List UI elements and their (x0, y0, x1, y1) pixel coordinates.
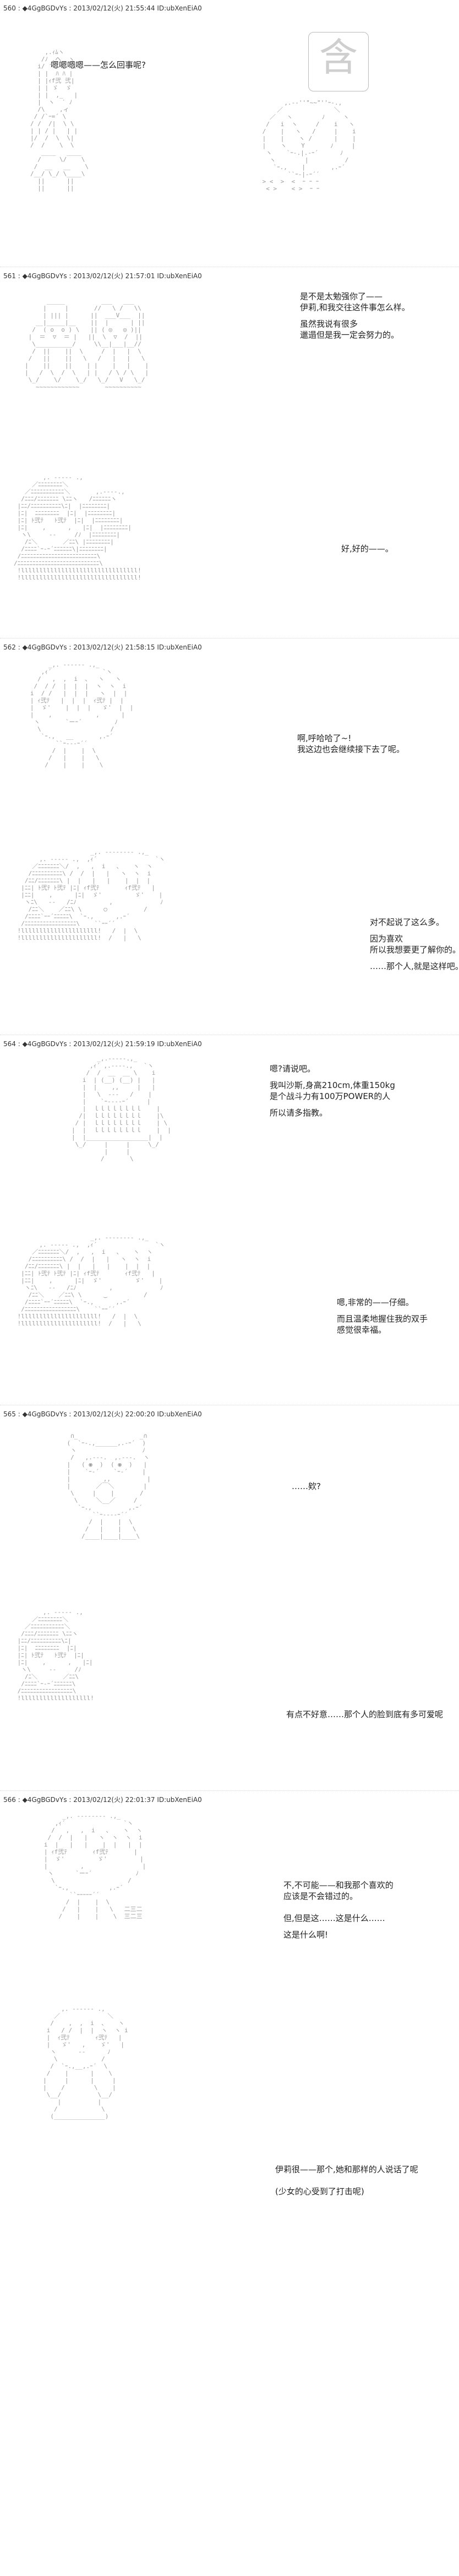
ascii-art-character: ,.ｨﾑヽ /ﾉ ,ヘ ヽ i/ ′ ヽ i | | ﾊ ﾊ | | |ｨf弐 … (30, 48, 89, 192)
dialogue-line: 嗯,非常的——仔细。 (337, 1297, 414, 1307)
post-header: 566 : ◆4GgBGDvYs : 2013/02/12(火) 22:01:3… (3, 1796, 202, 1804)
ascii-art-character-sitting: ,. -‐‐‐‐- ., ／ ＼ / , , i 、 ヽ i / / | | ヽ… (43, 2005, 128, 2120)
ascii-art-character-pair: _,. -‐‐‐‐‐‐- .,_ ,. -‐‐‐- ., ,ｨ´ `ヽ ／ﾆﾆﾆ… (17, 1234, 165, 1327)
dialogue-line: 嗯嗯嗯嗯——怎么回事呢? (51, 60, 146, 70)
post-header: 562 : ◆4GgBGDvYs : 2013/02/12(火) 21:58:1… (3, 643, 202, 651)
dialogue-line: 这是什么啊! (283, 1930, 329, 1940)
dialogue-line: ……那个人,就是这样吧。 (370, 961, 459, 971)
dialogue-line: 所以请多指教。 (270, 1108, 328, 1118)
dialogue-line: 但,但是这……这是什么…… (283, 1913, 385, 1923)
ascii-art-character-pair: _____ ___ ___ | | // \ / \\ | ||| | || _… (25, 297, 149, 391)
dialogue-line: 所以我想要更了解你的。 (370, 945, 459, 955)
dialogue-line: 应该是不会错过的。 (283, 1891, 358, 1901)
dialogue-line: 邋遢但是我一定会努力的。 (300, 330, 400, 340)
dialogue-line: 有点不好意……那个人的脸到底有多可爱呢 (286, 1709, 444, 1719)
dialogue-line: 好,好的——。 (341, 544, 394, 554)
post-divider (0, 1790, 459, 1791)
ascii-art-character-closeup: ,. -‐‐‐- ., ／ﾆﾆﾆﾆﾆﾆﾆﾆ＼ ／ﾆﾆﾆﾆﾆﾆﾆﾆﾆﾆﾆ＼ ,.-… (14, 474, 141, 581)
dialogue-line: 感觉很幸福。 (337, 1325, 387, 1335)
post-header: 564 : ◆4GgBGDvYs : 2013/02/12(火) 21:59:1… (3, 1040, 202, 1048)
ascii-art-character: _,. -‐‐‐‐- .,_ ,ｨ´ `ヽ / , , i 、 ヽ ヽ / / … (30, 661, 134, 769)
ascii-art-character: _,.-‐‐‐-.,_ ,ｨ´ ,.-‐‐-., `ヽ / / __ __ \ … (72, 1055, 171, 1162)
dialogue-line: 因为喜欢 (370, 934, 403, 944)
dialogue-line: 啊,呼哈哈了~! (297, 733, 352, 743)
dialogue-line: 伊莉很——那个,她和那样的人说话了呢 (275, 2164, 418, 2174)
dialogue-line: 我这边也会继续接下去了呢。 (297, 744, 405, 754)
dialogue-line: 伊莉,和我交往这件事怎么样。 (300, 302, 410, 312)
sfx-stamp: 含 (308, 32, 369, 91)
dialogue-line: 是不是太勉强你了—— (300, 291, 383, 301)
dialogue-line: 不,不可能——和我那个喜欢的 (283, 1880, 394, 1890)
dialogue-line: 嗯?请说吧。 (270, 1064, 315, 1074)
post-header: 561 : ◆4GgBGDvYs : 2013/02/12(火) 21:57:0… (3, 272, 202, 280)
dialogue-line: 我叫沙斯,身高210cm,体重150kg (270, 1080, 395, 1090)
post-header: 560 : ◆4GgBGDvYs : 2013/02/12(火) 21:55:4… (3, 4, 202, 12)
ascii-art-character: _,. -‐‐‐‐‐‐- .,_ ,ｨ´ `ヽ / , , i 、 ヽ ヽ / … (43, 1812, 146, 1920)
dialogue-line: 对不起说了这么多。 (370, 917, 445, 927)
dialogue-line: 虽然我说有很多 (300, 319, 358, 329)
ascii-art-character-closeup: ,. -‐‐‐- ., ／ﾆﾆﾆﾆﾆﾆﾆﾆ＼ ／ﾆﾆﾆﾆﾆﾆﾆﾆﾆﾆﾆ＼ /ﾆﾆ… (17, 1609, 94, 1702)
dialogue-line: (少女的心受到了打击呢) (275, 2187, 364, 2196)
ascii-art-hand: ,.-‐''"~~"''ｰ-., ／ ＼ ／ ヽ ﾉ ヽ / i ヽ / i ヽ… (262, 99, 356, 192)
ascii-art-character-pair: _,. -‐‐‐‐‐‐- .,_ ,. -‐‐‐- ., ,ｨ´ `ヽ ／ﾆﾆﾆ… (17, 848, 165, 941)
dialogue-line: 而且温柔地握住我的双手 (337, 1314, 428, 1324)
post-header: 565 : ◆4GgBGDvYs : 2013/02/12(火) 22:00:2… (3, 1410, 202, 1418)
ascii-art-character: ∩_ _∩ ( `ｰ-.,______,.-ｰ´ ) ヽ ﾉ / ,.-‐-. … (67, 1432, 151, 1540)
dialogue-line: ……欸? (292, 1481, 321, 1491)
dialogue-line: 是个战斗力有100万POWER的人 (270, 1091, 391, 1101)
